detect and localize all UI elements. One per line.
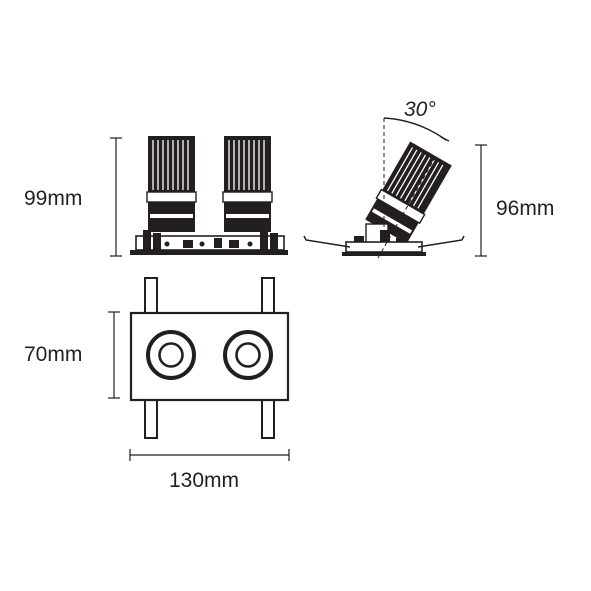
front-view: 99mm [24, 136, 288, 257]
side-spring-clips [303, 235, 465, 248]
front-height-dimension-line [110, 137, 122, 257]
top-view: 70mm 130mm [24, 277, 290, 492]
side-height-label: 96mm [496, 197, 554, 220]
front-height-label: 99mm [24, 187, 82, 210]
left-lens [146, 330, 196, 380]
side-base-plate [342, 241, 426, 256]
side-view: 30° 96mm [303, 98, 554, 259]
tilt-angle-arc [383, 117, 447, 141]
right-lens [223, 330, 273, 380]
top-depth-dimension-line [108, 311, 120, 399]
tilt-angle-tick [440, 136, 450, 142]
side-height-dimension-line [475, 144, 487, 257]
tilt-angle-label: 30° [404, 98, 436, 121]
top-depth-label: 70mm [24, 343, 82, 366]
top-width-label: 130mm [169, 469, 239, 492]
top-clip-tabs [144, 277, 275, 439]
top-width-dimension-line [129, 449, 290, 461]
right-lamp-body [222, 191, 273, 232]
tilted-axis-line [377, 155, 437, 259]
left-lamp-body [146, 191, 197, 232]
left-lamp-heatsink [148, 136, 195, 192]
right-lamp-heatsink [224, 136, 271, 192]
front-mounting-frame [130, 230, 288, 255]
